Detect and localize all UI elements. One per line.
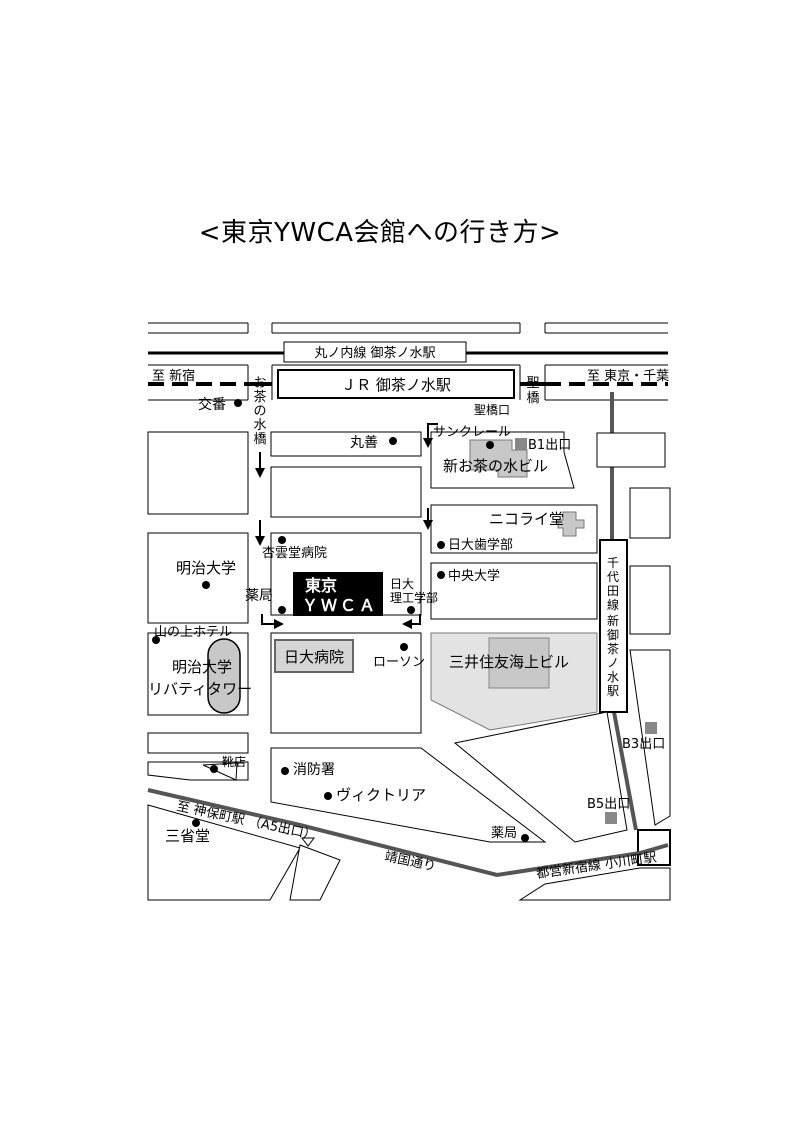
koban-marker (234, 399, 242, 407)
b1-exit-marker (515, 438, 527, 450)
svg-text:聖: 聖 (526, 376, 539, 391)
sanseido-label: 三省堂 (165, 827, 210, 845)
ywca-label-1: 東京 (305, 576, 337, 595)
pharmacy-label: 薬局 (245, 588, 273, 604)
b1-exit-label: B1出口 (528, 438, 571, 453)
svg-text:茶: 茶 (253, 389, 266, 405)
block-center-2 (270, 466, 422, 518)
pharmacy2-label: 薬局 (491, 826, 517, 841)
block-fire-station (270, 747, 547, 843)
svg-text:水: 水 (253, 418, 266, 433)
mitsui-building (488, 637, 550, 689)
nikorai-label: ニコライ堂 (489, 510, 564, 528)
nichidai-sci-label-2: 理工学部 (390, 590, 438, 605)
block-small (289, 844, 341, 901)
page-title: <東京YWCA会館への行き方> (198, 218, 562, 248)
block-left-1 (147, 431, 249, 515)
b3-exit-label: B3出口 (622, 737, 665, 752)
block-top-right (596, 432, 666, 468)
to-shinjuku-label: 至 新宿 (152, 368, 195, 384)
svg-text:代: 代 (607, 570, 619, 584)
svg-text:茶: 茶 (607, 641, 619, 656)
svg-text:橋: 橋 (253, 432, 266, 447)
svg-text:の: の (253, 404, 266, 419)
block-right-2 (629, 565, 671, 635)
chuo-univ-label: 中央大学 (448, 568, 500, 584)
jr-line: ＪＲ 御茶ノ水駅 至 新宿 至 東京・千葉 (148, 364, 669, 401)
meiji-liberty-label-2: リバティタワー (148, 680, 252, 698)
nikorai-building (557, 511, 585, 537)
svg-text:お: お (253, 376, 266, 391)
nichidai-sci-label-1: 日大 (390, 577, 414, 591)
chiyoda-line: 千 代 田 線 新 御 茶 ノ 水 駅 (599, 392, 638, 831)
route-arrows (255, 423, 438, 629)
svg-text:水: 水 (607, 670, 619, 684)
maruzen-label: 丸善 (350, 435, 378, 451)
svg-text:新: 新 (607, 613, 619, 628)
ywca-label-2: ＹＷＣＡ (302, 596, 378, 615)
block-chuo (430, 562, 598, 620)
nichidai-hospital-label: 日大病院 (284, 648, 344, 666)
fire-station-label: 消防署 (293, 762, 335, 778)
nichidai-hospital-box (274, 639, 354, 673)
block-bottom-right (518, 867, 671, 901)
svg-text:田: 田 (607, 584, 619, 598)
b3-exit-marker (645, 722, 657, 734)
sankureru-label: サンクレール (433, 425, 511, 440)
shoes-label: 靴店 (222, 755, 246, 769)
mitsui-label: 三井住友海上ビル (449, 653, 569, 671)
block-left-strip (147, 732, 249, 754)
meiji-liberty-label-1: 明治大学 (172, 658, 232, 676)
ywca-box (293, 572, 383, 616)
svg-text:御: 御 (607, 627, 619, 642)
marunouchi-line-road: 丸ノ内線 御茶ノ水駅 (148, 322, 668, 363)
block-right-3 (629, 649, 671, 826)
kyounsodo-label: 杏雲堂病院 (262, 546, 327, 561)
svg-text:ノ: ノ (607, 656, 619, 670)
b5-exit-label: B5出口 (587, 797, 630, 812)
marunouchi-station-label: 丸ノ内線 御茶ノ水駅 (314, 345, 435, 361)
koban-label: 交番 (198, 396, 226, 413)
block-lower-right (453, 711, 628, 843)
yamanoue-label: 山の上ホテル (154, 625, 232, 640)
liberty-tower-shape (207, 638, 241, 714)
svg-text:駅: 駅 (607, 684, 619, 698)
svg-text:千: 千 (607, 556, 619, 570)
shin-ochanomizu-label: 新お茶の水ビル (443, 457, 548, 475)
ochanomizu-bridge: お 茶 の 水 橋 (253, 376, 266, 447)
yasukuni-dori-road (147, 788, 669, 878)
hijiri-exit-label: 聖橋口 (474, 403, 510, 417)
nichidai-dental-label: 日大歯学部 (448, 537, 513, 553)
b5-exit-marker (605, 812, 617, 824)
block-maruzen (270, 431, 422, 457)
victoria-label: ヴィクトリア (336, 786, 426, 804)
block-meiji (147, 532, 249, 624)
svg-text:線: 線 (607, 597, 619, 612)
hijiri-bridge: 聖 橋 (526, 376, 539, 406)
block-sanseido (147, 804, 301, 901)
jr-station-label: ＪＲ 御茶ノ水駅 (341, 376, 451, 394)
to-tokyo-label: 至 東京・千葉 (587, 368, 669, 384)
svg-text:橋: 橋 (526, 391, 539, 406)
lawson-label: ローソン (373, 655, 425, 670)
meiji-univ-label: 明治大学 (176, 559, 236, 577)
shin-ochanomizu-building (469, 439, 528, 478)
place-markers (152, 437, 529, 842)
block-right-1 (629, 487, 671, 539)
